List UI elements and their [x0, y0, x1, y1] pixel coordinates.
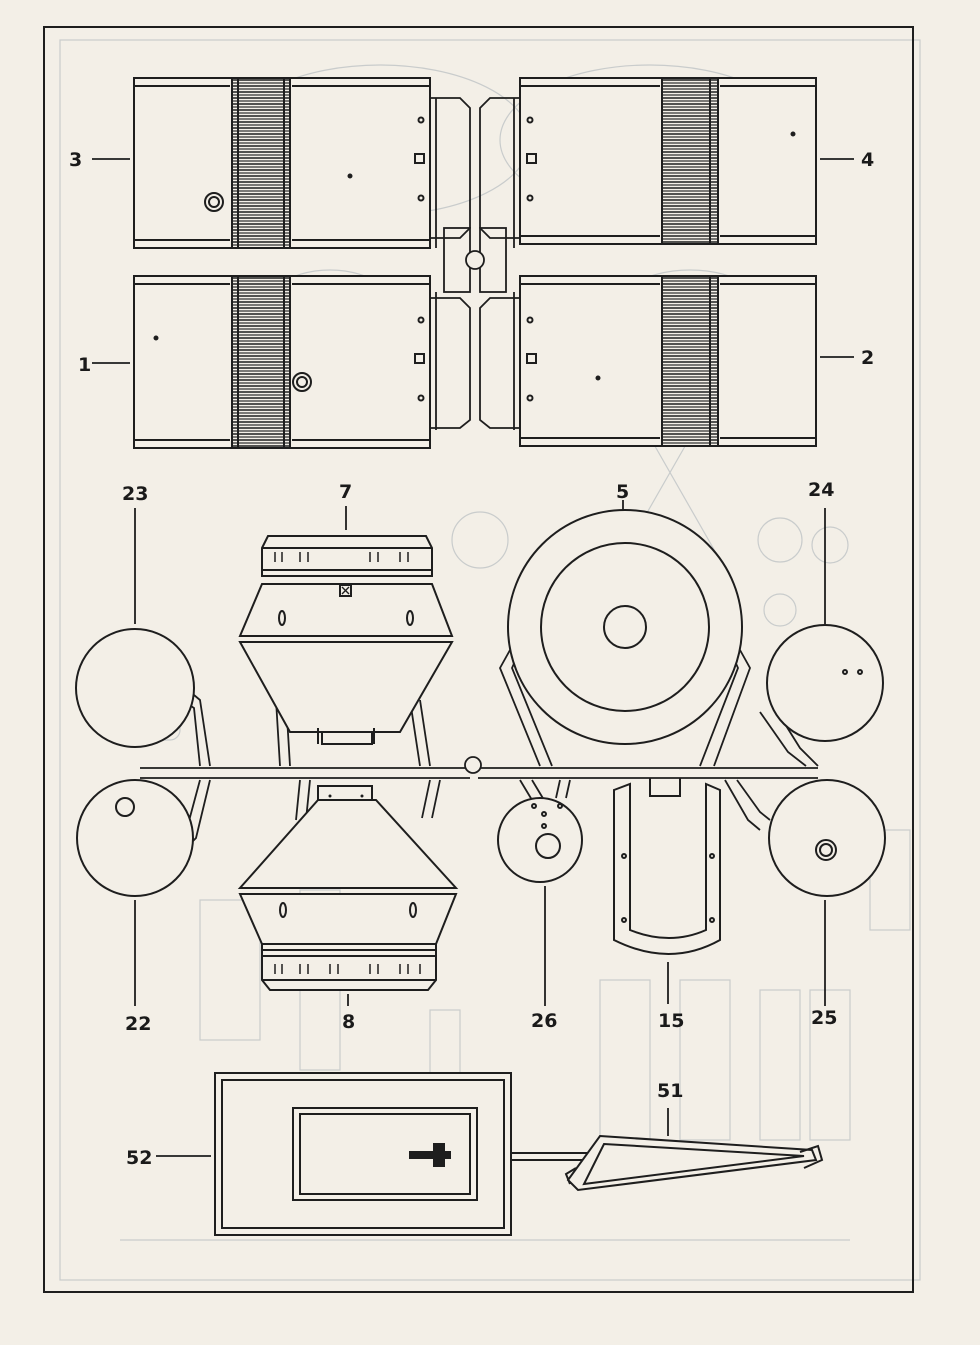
part-2-cylinder-panel: [519, 275, 817, 447]
label-part-5: 5: [616, 481, 629, 503]
part-8-capsule-bottom: [237, 785, 459, 991]
label-part-22: 22: [125, 1013, 151, 1035]
part-number-labels: 3 4 1 2 23 7 5 24 22 8 26 15 25 51 52: [69, 149, 874, 1169]
part-24-disc: [766, 624, 884, 742]
label-part-1: 1: [78, 354, 91, 376]
label-part-25: 25: [811, 1007, 837, 1029]
part-51-wedge: [564, 1134, 824, 1192]
part-15-u-bracket: [613, 778, 721, 955]
part-1-cylinder-panel: [133, 275, 431, 449]
part-52-tray: [214, 1072, 590, 1236]
label-part-52: 52: [126, 1147, 152, 1169]
label-part-3: 3: [69, 149, 82, 171]
label-part-8: 8: [342, 1011, 355, 1033]
sheet-border: [43, 26, 914, 1293]
label-part-7: 7: [339, 481, 352, 503]
upper-sprue-frame: [430, 97, 520, 430]
part-26-disc: [497, 797, 583, 883]
part-4-cylinder-panel: [519, 77, 817, 245]
label-part-15: 15: [658, 1010, 684, 1032]
part-25-disc: [768, 779, 886, 897]
part-22-disc: [76, 779, 194, 897]
part-8-dots: [328, 794, 364, 798]
part-7-tick-marks: [274, 552, 409, 562]
label-part-2: 2: [861, 347, 874, 369]
label-part-24: 24: [808, 479, 834, 501]
label-part-4: 4: [861, 149, 874, 171]
part-8-tick-marks: [274, 964, 421, 974]
part-3-cylinder-panel: [133, 77, 431, 249]
label-part-26: 26: [531, 1010, 557, 1032]
part-23-disc: [75, 628, 195, 748]
label-part-51: 51: [657, 1080, 683, 1102]
part-5-dish: [507, 509, 743, 745]
part-7-capsule-top: [238, 535, 454, 745]
label-part-23: 23: [122, 483, 148, 505]
